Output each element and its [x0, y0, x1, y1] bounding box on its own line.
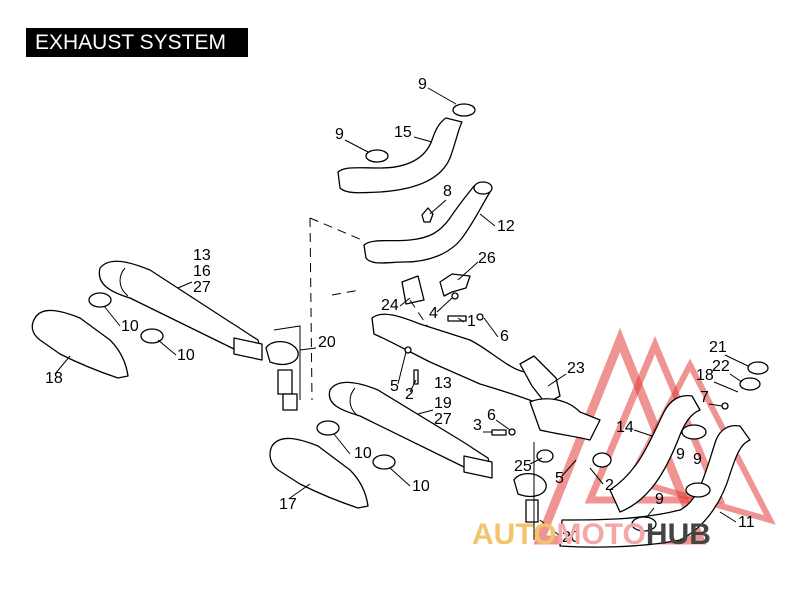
front-head-pipe	[559, 424, 751, 548]
watermark-text: AUTOMOTOHUB	[472, 518, 711, 551]
callout-9: 9	[418, 76, 427, 93]
leader-lines	[54, 87, 749, 537]
clamp-assembly	[513, 473, 547, 498]
watermark-part-hub: HUB	[646, 518, 711, 551]
callout-25: 25	[514, 458, 532, 475]
callout-27: 27	[434, 411, 452, 428]
callout-5: 5	[390, 378, 399, 395]
clamp	[316, 420, 340, 436]
callout-12: 12	[497, 218, 515, 235]
rear-header-pipe	[337, 117, 463, 194]
callout-6: 6	[500, 328, 509, 345]
clamp	[681, 424, 707, 440]
bolt	[447, 315, 467, 322]
mounting-bracket	[439, 273, 471, 297]
clamp	[685, 482, 711, 498]
callout-9: 9	[676, 446, 685, 463]
watermark-part-moto: MOTO	[556, 518, 645, 551]
callout-21: 21	[709, 339, 727, 356]
clamp	[452, 103, 476, 117]
bar-bracket	[519, 355, 561, 405]
lower-muffler-tip	[269, 437, 369, 509]
callout-10: 10	[412, 478, 430, 495]
callout-2: 2	[605, 477, 614, 494]
callout-23: 23	[567, 360, 585, 377]
clamp-nut	[282, 393, 298, 411]
washer	[476, 313, 484, 321]
rear-head-pipe	[609, 394, 701, 513]
clamp	[631, 516, 657, 532]
crossover-mount	[529, 398, 601, 441]
callout-18: 18	[45, 370, 63, 387]
clamp-bracket	[277, 369, 293, 395]
callout-11: 11	[738, 514, 755, 531]
callout-8: 8	[443, 183, 452, 200]
callout-6: 6	[487, 407, 496, 424]
callout-20: 20	[318, 334, 336, 351]
callout-10: 10	[354, 445, 372, 462]
callout-14: 14	[616, 419, 634, 436]
nut	[721, 402, 729, 410]
clamp	[372, 454, 396, 470]
gasket	[536, 449, 554, 463]
callout-10: 10	[121, 318, 139, 335]
callout-13: 13	[193, 247, 211, 264]
callout-10: 10	[177, 347, 195, 364]
clamp-assembly	[265, 341, 299, 366]
nut	[404, 346, 412, 354]
clamp	[88, 292, 112, 308]
callout-9: 9	[693, 451, 702, 468]
front-header-pipe	[363, 185, 491, 264]
callout-17: 17	[279, 496, 297, 513]
o2-sensor	[421, 207, 434, 223]
muffler-outlet	[463, 455, 493, 479]
clamp-bracket	[525, 499, 539, 523]
callout-19: 19	[434, 395, 452, 412]
upper-muffler-tip	[31, 309, 129, 379]
clamp	[140, 328, 164, 344]
callout-4: 4	[429, 305, 438, 322]
callout-27: 27	[193, 279, 211, 296]
watermark-part-auto: AUTO	[472, 518, 556, 551]
gasket	[592, 452, 612, 468]
exhaust-gasket	[747, 361, 769, 375]
cushion	[401, 275, 425, 305]
callout-2: 2	[405, 386, 414, 403]
clamp	[365, 149, 389, 163]
callout-9: 9	[655, 491, 664, 508]
callout-9: 9	[335, 126, 344, 143]
nut	[451, 292, 459, 300]
callout-16: 16	[193, 263, 211, 280]
bolt	[491, 429, 507, 436]
callout-13: 13	[434, 375, 452, 392]
muffler-outlet	[233, 337, 263, 361]
callout-1: 1	[467, 313, 476, 330]
callout-26: 26	[478, 250, 496, 267]
callout-7: 7	[700, 389, 709, 406]
callout-24: 24	[381, 297, 399, 314]
page-title: EXHAUST SYSTEM	[26, 28, 248, 57]
callout-22: 22	[712, 358, 730, 375]
pipe-opening	[473, 181, 493, 195]
callout-5: 5	[555, 470, 564, 487]
bolt	[413, 369, 419, 385]
washer	[508, 428, 516, 436]
callout-15: 15	[394, 124, 412, 141]
retaining-ring	[739, 377, 761, 391]
mounting-bar	[371, 313, 553, 405]
callout-3: 3	[473, 417, 482, 434]
watermark-triangle	[584, 335, 726, 504]
callout-18: 18	[696, 367, 714, 384]
callout-20: 20	[562, 529, 580, 546]
